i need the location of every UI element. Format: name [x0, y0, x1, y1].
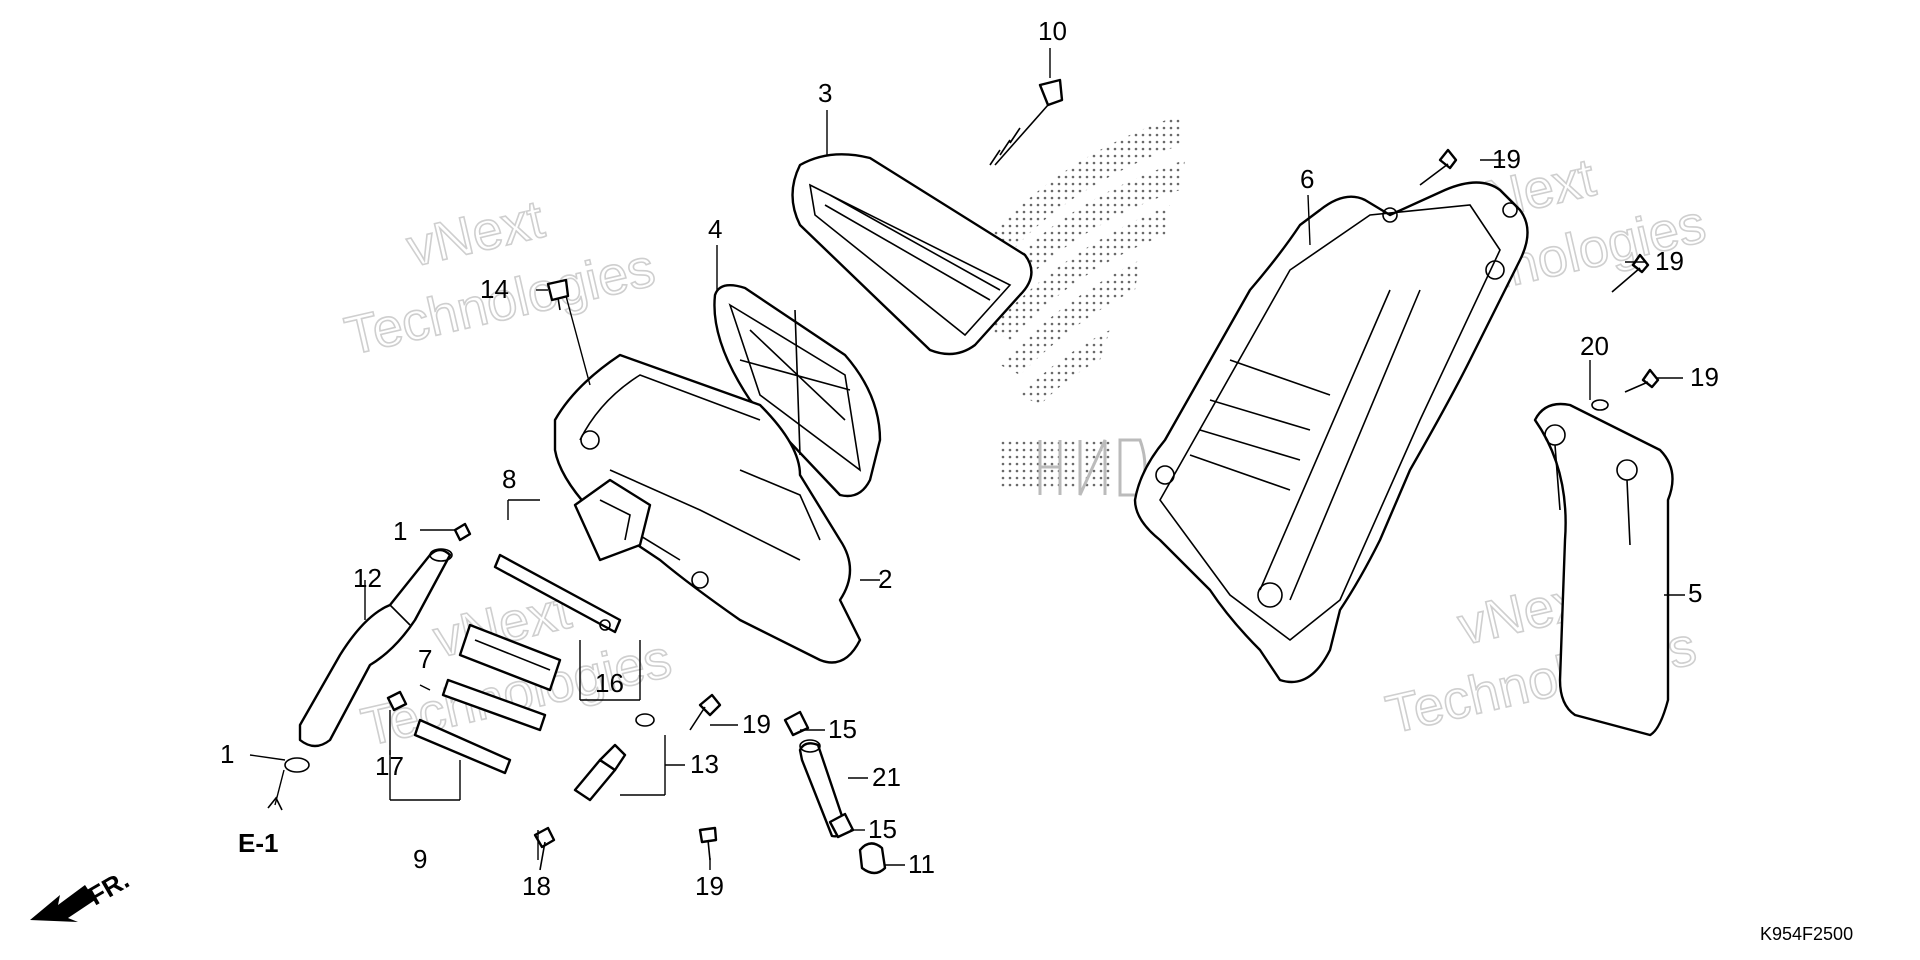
reference-label: E-1 [238, 828, 278, 858]
callout-19a: 19 [1492, 144, 1521, 174]
reference-e1: E-1 [238, 796, 283, 858]
background-wing-logo [980, 115, 1185, 490]
callout-6: 6 [1300, 164, 1314, 194]
callout-1a: 1 [393, 516, 407, 546]
callouts: 10 3 4 14 6 19 19 20 19 5 2 8 1 12 7 16 … [220, 16, 1719, 901]
callout-8: 8 [502, 464, 516, 494]
callout-9: 9 [413, 844, 427, 874]
drain-plug [573, 713, 655, 802]
callout-14: 14 [480, 274, 509, 304]
leader-lines [249, 48, 1685, 870]
guide-strip [493, 553, 622, 634]
callout-20: 20 [1580, 331, 1609, 361]
side-cover-plate [1533, 402, 1674, 737]
air-cleaner-case [553, 353, 862, 664]
callout-1b: 1 [220, 739, 234, 769]
callout-15b: 15 [868, 814, 897, 844]
watermark: vNext Technologies [339, 188, 661, 367]
callout-5: 5 [1688, 578, 1702, 608]
drawing-code: K954F2500 [1760, 924, 1853, 944]
short-hose [783, 710, 887, 875]
callout-18: 18 [522, 871, 551, 901]
callout-19d: 19 [742, 709, 771, 739]
air-filter-element [791, 153, 1033, 356]
drain-tube [298, 548, 453, 748]
front-direction-arrow: FR. [30, 864, 134, 922]
callout-15a: 15 [828, 714, 857, 744]
direction-label: FR. [83, 864, 134, 911]
callout-4: 4 [708, 214, 722, 244]
callout-17: 17 [375, 751, 404, 781]
screws [284, 78, 1660, 871]
callout-19b: 19 [1655, 246, 1684, 276]
bracket-plates [413, 623, 562, 775]
callout-16: 16 [595, 668, 624, 698]
callout-7: 7 [418, 644, 432, 674]
callout-19c: 19 [1690, 362, 1719, 392]
callout-13: 13 [690, 749, 719, 779]
callout-10: 10 [1038, 16, 1067, 46]
callout-2: 2 [878, 564, 892, 594]
callout-11: 11 [908, 849, 935, 879]
callout-3: 3 [818, 78, 832, 108]
callout-21: 21 [872, 762, 901, 792]
element-holder-frame [713, 284, 882, 498]
callout-19e: 19 [695, 871, 724, 901]
callout-12: 12 [353, 563, 382, 593]
air-cleaner-cover-frame [1133, 181, 1529, 684]
